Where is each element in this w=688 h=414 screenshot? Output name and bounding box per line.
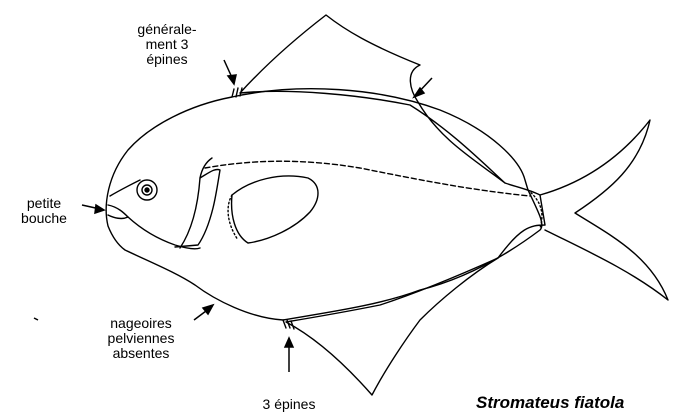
- label-dorsal-spines: générale- ment 3 épines: [112, 22, 222, 67]
- label-dorsal-spines-line3: épines: [112, 52, 222, 67]
- dorsal-fin: [240, 15, 505, 183]
- pectoral-fin: [232, 176, 318, 243]
- label-anal-spines: 3 épines: [232, 397, 346, 412]
- label-pelvic: nageoires pelviennes absentes: [86, 316, 196, 361]
- label-mouth-line2: bouche: [8, 211, 80, 226]
- arrow-dorsal-spines-head: [228, 75, 236, 84]
- label-mouth-line1: petite: [8, 196, 80, 211]
- snout-line: [110, 180, 140, 196]
- label-pelvic-line3: absentes: [86, 346, 196, 361]
- mouth: [108, 205, 128, 218]
- operculum: [180, 158, 212, 248]
- fish-body-outline: [106, 89, 542, 320]
- stray-mark: [34, 318, 38, 320]
- anal-fin: [286, 258, 498, 395]
- label-pelvic-line2: pelviennes: [86, 331, 196, 346]
- eye-pupil: [145, 188, 149, 192]
- label-dorsal-spines-line2: ment 3: [112, 37, 222, 52]
- operculum-flap: [175, 169, 220, 247]
- label-pelvic-line1: nageoires: [86, 316, 196, 331]
- arrow-anal-spines-head: [285, 338, 293, 347]
- arrow-dorsal-mid-head: [414, 88, 424, 97]
- label-mouth: petite bouche: [8, 196, 80, 226]
- caudal-peduncle: [498, 183, 545, 258]
- label-dorsal-spines-line1: générale-: [112, 22, 222, 37]
- dorsal-spines: [232, 88, 242, 97]
- lateral-line: [205, 161, 530, 196]
- species-name: Stromateus fiatola: [476, 393, 624, 413]
- tail-fin: [540, 120, 668, 300]
- arrow-mouth-head: [95, 205, 104, 213]
- jaw-line: [128, 217, 200, 249]
